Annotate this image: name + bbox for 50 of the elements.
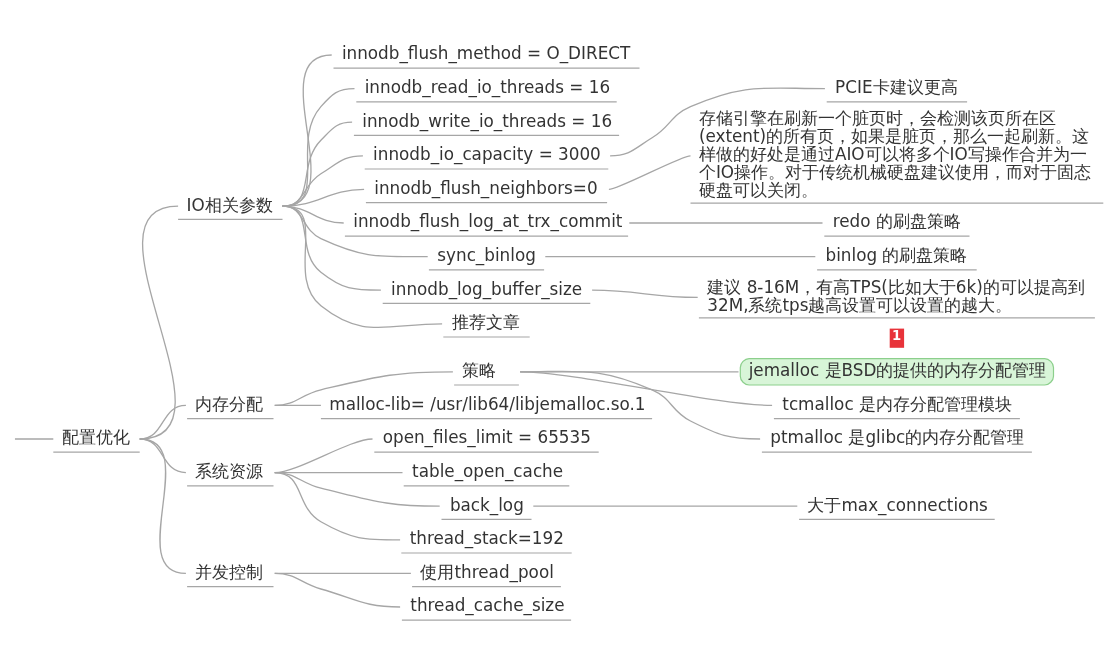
node-text: open_files_limit = 65535 bbox=[382, 426, 591, 447]
label: 1 bbox=[892, 327, 902, 343]
node-text: thread_stack=192 bbox=[409, 527, 564, 548]
connector bbox=[281, 188, 365, 207]
node-text: innodb_write_io_threads = 16 bbox=[362, 110, 613, 131]
connector bbox=[591, 289, 699, 298]
node-text: IO相关参数 bbox=[186, 194, 273, 215]
connector bbox=[544, 255, 816, 257]
connector bbox=[139, 404, 187, 440]
node-text: 配置优化 bbox=[61, 426, 130, 447]
node-text: innodb_flush_method = O_DIRECT bbox=[341, 42, 631, 63]
connector bbox=[14, 437, 54, 440]
node-text: 系统资源 bbox=[195, 460, 264, 481]
node-text: innodb_flush_neighbors=0 bbox=[374, 177, 598, 198]
node-text: sync_binlog bbox=[437, 244, 536, 265]
connector bbox=[139, 205, 179, 440]
connector bbox=[139, 437, 187, 574]
node-text: 内存分配 bbox=[195, 393, 264, 414]
node-text: 使用thread_pool bbox=[420, 561, 554, 582]
node-text: tcmalloc 是内存分配管理模块 bbox=[782, 393, 1012, 414]
connector bbox=[608, 154, 692, 190]
node-text: 策略 bbox=[462, 359, 497, 380]
node-text: innodb_read_io_threads = 16 bbox=[364, 76, 611, 97]
connector bbox=[519, 370, 761, 440]
connector bbox=[274, 404, 322, 406]
node-text: PCIE卡建议更高 bbox=[835, 76, 958, 97]
connector bbox=[281, 154, 364, 207]
node-text: 建议 8-16M，有高TPS(比如大于6k)的可以提高到32M,系统tps越高设置可以设置的越大。 bbox=[707, 276, 1085, 315]
connector bbox=[274, 370, 454, 406]
node-text: innodb_log_buffer_size bbox=[391, 278, 583, 299]
connector bbox=[628, 221, 824, 224]
connector bbox=[532, 505, 798, 507]
connector bbox=[609, 86, 826, 156]
connector bbox=[274, 572, 401, 608]
node-text: 推荐文章 bbox=[451, 311, 520, 332]
node-text: 大于max_connections bbox=[807, 494, 988, 515]
node-text: thread_cache_size bbox=[410, 594, 565, 615]
connector bbox=[281, 205, 443, 328]
node-text: innodb_flush_log_at_trx_commit bbox=[353, 210, 623, 231]
node-text: redo 的刷盘策略 bbox=[832, 210, 961, 231]
node-text: 存储引擎在刷新一个脏页时，会检测该页所在区(extent)的所有页，如果是脏页，那么一起刷新。这样做的好处是通过AIO可以将多个IO写操作合并为一个IO操作。对于传统机械硬盘建议使用，而对于固态硬盘可以关闭。 bbox=[698, 107, 1092, 200]
node-box: jemalloc 是BSD的提供的内存分配管理 bbox=[739, 357, 1055, 386]
node-text: table_open_cache bbox=[412, 460, 564, 481]
node-text: 并发控制 bbox=[195, 561, 264, 582]
node-text: innodb_io_capacity = 3000 bbox=[373, 143, 601, 164]
node-text: back_log bbox=[449, 494, 524, 515]
node-text: malloc-lib= /usr/lib64/libjemalloc.so.1 bbox=[329, 393, 646, 414]
connector bbox=[274, 471, 401, 540]
node-text: ptmalloc 是glibc的内存分配管理 bbox=[770, 426, 1025, 447]
node-text: binlog 的刷盘策略 bbox=[825, 244, 968, 265]
